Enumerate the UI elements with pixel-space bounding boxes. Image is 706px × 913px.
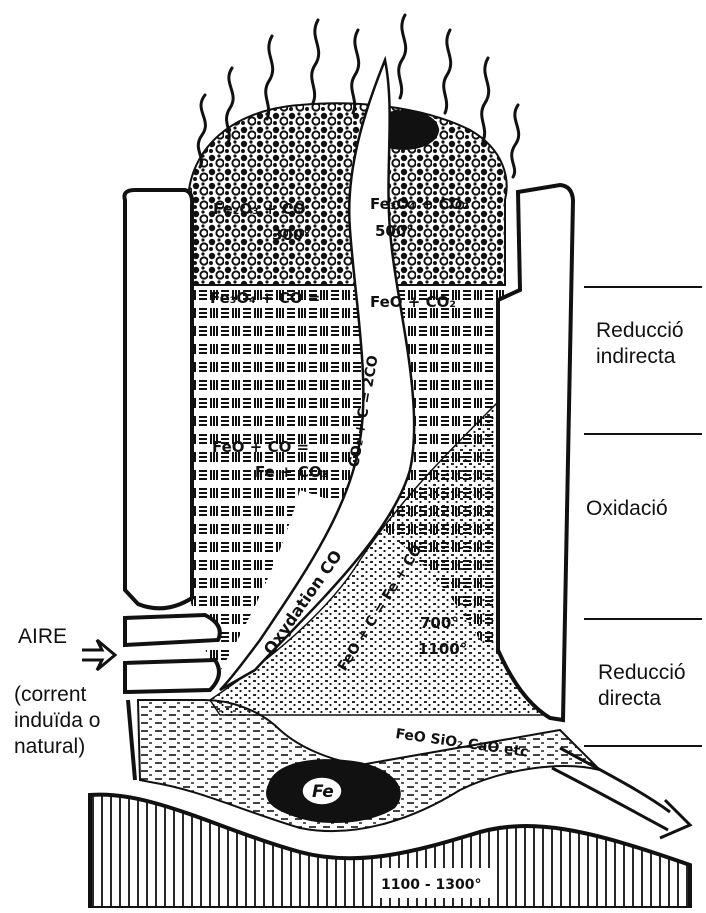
zone-divider bbox=[584, 433, 702, 435]
zone-indirect-reduction: Reducció indirecta bbox=[596, 318, 684, 370]
eq-fe-co2: Fe + CO₂ bbox=[255, 463, 328, 481]
zone-direct-reduction: Reducció directa bbox=[598, 660, 686, 712]
furnace-wall-left bbox=[124, 190, 192, 608]
zone-divider bbox=[584, 745, 702, 747]
tuyere-upper-block bbox=[125, 615, 220, 645]
zone-divider bbox=[584, 286, 702, 288]
air-desc-line: induïda o bbox=[14, 708, 100, 734]
temp-700: 700° bbox=[420, 614, 459, 632]
air-inlet-arrow bbox=[82, 640, 115, 670]
air-label: AIRE bbox=[18, 624, 67, 650]
eq-feo-co2: FeO + CO₂ bbox=[370, 293, 456, 311]
zone-label-line: Reducció bbox=[598, 660, 686, 686]
temp-500: 500° bbox=[375, 222, 414, 240]
iron-label: Fe bbox=[312, 782, 334, 802]
zone-oxidation: Oxidació bbox=[586, 496, 668, 522]
tuyere-lower-block bbox=[125, 660, 219, 692]
eq-fe2o3-co: Fe₂O₃ + CO bbox=[213, 200, 305, 218]
temp-300: 300° bbox=[272, 226, 311, 244]
temp-1100: 1100° bbox=[418, 640, 467, 658]
zone-label-line: Reducció bbox=[596, 318, 684, 344]
eq-feo-co: FeO + CO = bbox=[212, 438, 309, 456]
air-description: (corrent induïda o natural) bbox=[14, 682, 100, 760]
eq-fe3o4-co-mid: Fe₃O₄ + CO = bbox=[210, 289, 320, 307]
air-desc-line: (corrent bbox=[14, 682, 100, 708]
air-desc-line: natural) bbox=[14, 734, 100, 760]
zone-divider bbox=[584, 618, 702, 620]
furnace-wall-right bbox=[498, 185, 573, 720]
zone-label-line: Oxidació bbox=[586, 496, 668, 522]
hearth-temperature: 1100 - 1300° bbox=[381, 877, 482, 893]
eq-fe3o4-co2: Fe₃O₄ + CO₂ bbox=[370, 195, 469, 213]
zone-label-line: directa bbox=[598, 686, 686, 712]
zone-label-line: indirecta bbox=[596, 344, 684, 370]
